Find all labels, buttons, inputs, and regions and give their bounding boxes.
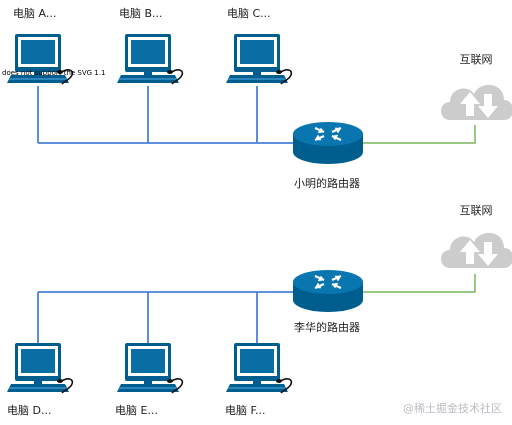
computer-e-label: 电脑 E... [115, 404, 158, 417]
svg-support-warning: does not support the SVG 1.1 [2, 69, 106, 77]
bottom-lan-links [37, 291, 294, 345]
bottom-wan-link [362, 274, 476, 293]
computer-c-icon[interactable] [226, 34, 288, 83]
computer-c-label: 电脑 C... [227, 7, 271, 20]
top-wan-link [362, 125, 476, 144]
internet-top-label: 互联网 [459, 53, 493, 66]
computer-d-icon[interactable] [7, 343, 69, 392]
computer-a-label: 电脑 A... [13, 7, 57, 20]
computer-f-icon[interactable] [226, 343, 288, 392]
computer-d-label: 电脑 D... [7, 404, 52, 417]
router-xiaoming-icon[interactable] [291, 120, 365, 166]
computer-f-label: 电脑 F... [225, 404, 266, 417]
computer-e-icon[interactable] [117, 343, 179, 392]
computer-b-label: 电脑 B... [119, 7, 163, 20]
router-lihua-label: 李华的路由器 [294, 321, 360, 334]
internet-cloud-top-icon[interactable] [441, 84, 512, 120]
computer-b-icon[interactable] [117, 34, 179, 83]
router-lihua-icon[interactable] [291, 268, 365, 314]
internet-cloud-bottom-icon[interactable] [441, 232, 512, 268]
top-lan-links [37, 86, 294, 144]
watermark: @稀土掘金技术社区 [403, 402, 502, 415]
router-xiaoming-label: 小明的路由器 [294, 177, 360, 190]
internet-bottom-label: 互联网 [459, 204, 493, 217]
